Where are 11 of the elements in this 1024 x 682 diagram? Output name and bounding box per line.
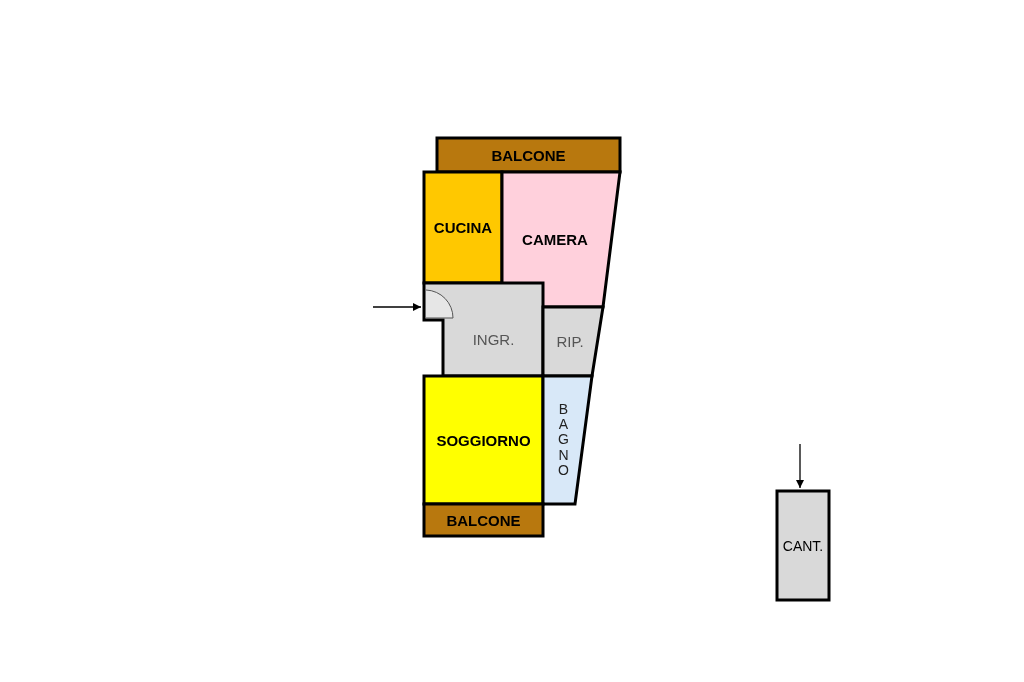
room-label: CUCINA [433, 219, 493, 236]
room-label: CAMERA [522, 231, 588, 248]
room-label: RIP. [556, 333, 584, 350]
room-label: BALCONE [491, 146, 566, 164]
room-label: SOGGIORNO [436, 431, 531, 449]
entrance-arrow [372, 303, 422, 311]
room-label: BALCONE [446, 511, 521, 529]
room-label: INGR. [472, 331, 515, 348]
room-label: CANT. [782, 537, 824, 554]
entrance-arrow [796, 443, 804, 489]
room-label: BAGNO [557, 401, 570, 479]
